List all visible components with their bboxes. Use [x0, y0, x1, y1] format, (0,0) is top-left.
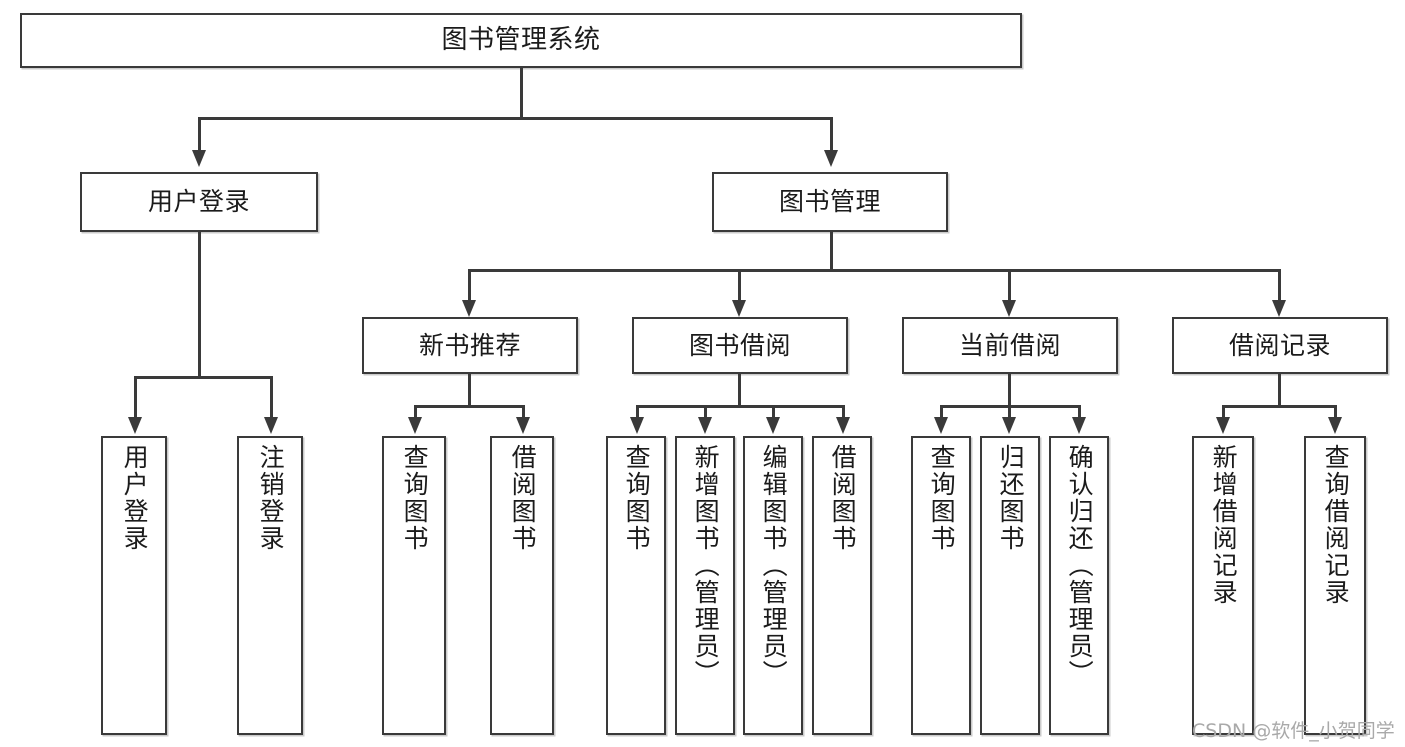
node-label: 查询图书 [400, 444, 430, 552]
node-label: 用户登录 [120, 444, 150, 552]
arrowhead-leaf-edit-book [766, 417, 780, 434]
node-label: 用户登录 [147, 187, 250, 217]
edge-level2-bus [468, 269, 1280, 272]
arrowhead-current-borrow [1002, 300, 1016, 317]
arrowhead-leaf-add-record [1216, 417, 1230, 434]
arrowhead-leaf-borrow-book-1 [516, 417, 530, 434]
edge-drop-book-borrow [738, 269, 741, 302]
edge-user-login-bus [134, 376, 272, 379]
node-leaf-return-book[interactable]: 归还图书 [980, 436, 1040, 735]
node-label: 查询图书 [622, 444, 652, 552]
edge-book-management-stem [830, 232, 833, 271]
node-label: 确认归还（管理员） [1065, 444, 1095, 687]
node-book-borrow[interactable]: 图书借阅 [632, 317, 848, 374]
node-label: 新书推荐 [418, 330, 521, 360]
edge-drop-leaf-borrow-book-2 [842, 405, 845, 419]
node-label: 借阅图书 [828, 444, 858, 552]
edge-drop-user-login [198, 117, 201, 152]
arrowhead-leaf-logout-login [264, 417, 278, 434]
edge-drop-leaf-edit-book [772, 405, 775, 419]
edge-drop-leaf-logout-login [270, 376, 273, 419]
edge-drop-leaf-add-book [704, 405, 707, 419]
node-label: 编辑图书（管理员） [759, 444, 789, 687]
arrowhead-new-book-recommend [462, 300, 476, 317]
arrowhead-leaf-return-book [1002, 417, 1016, 434]
edge-drop-current-borrow [1008, 269, 1011, 302]
node-leaf-query-record[interactable]: 查询借阅记录 [1304, 436, 1366, 735]
arrowhead-book-borrow [732, 300, 746, 317]
edge-drop-leaf-user-login [134, 376, 137, 419]
node-label: 查询图书 [927, 444, 957, 552]
arrowhead-borrow-record [1272, 300, 1286, 317]
node-label: 图书管理系统 [441, 25, 601, 56]
node-label: 借阅图书 [508, 444, 538, 552]
edge-current-borrow-stem [1008, 374, 1011, 407]
node-leaf-add-record[interactable]: 新增借阅记录 [1192, 436, 1254, 735]
arrowhead-user-login [192, 150, 206, 167]
node-leaf-logout-login[interactable]: 注销登录 [237, 436, 303, 735]
edge-drop-leaf-query-book-2 [636, 405, 639, 419]
node-current-borrow[interactable]: 当前借阅 [902, 317, 1118, 374]
node-leaf-confirm-return[interactable]: 确认归还（管理员） [1049, 436, 1109, 735]
node-label: 新增图书（管理员） [691, 444, 721, 687]
node-label: 当前借阅 [958, 330, 1061, 360]
node-label: 归还图书 [996, 444, 1026, 552]
node-leaf-add-book[interactable]: 新增图书（管理员） [675, 436, 735, 735]
arrowhead-leaf-borrow-book-2 [836, 417, 850, 434]
edge-drop-leaf-query-record [1334, 405, 1337, 419]
node-book-management[interactable]: 图书管理 [712, 172, 948, 232]
node-label: 查询借阅记录 [1321, 444, 1351, 606]
node-leaf-borrow-book-1[interactable]: 借阅图书 [490, 436, 554, 735]
edge-drop-leaf-borrow-book-1 [522, 405, 525, 419]
arrowhead-leaf-confirm-return [1072, 417, 1086, 434]
arrowhead-leaf-user-login [128, 417, 142, 434]
node-leaf-user-login[interactable]: 用户登录 [101, 436, 167, 735]
node-label: 注销登录 [256, 444, 286, 552]
node-new-book-recommend[interactable]: 新书推荐 [362, 317, 578, 374]
node-borrow-record[interactable]: 借阅记录 [1172, 317, 1388, 374]
edge-new-book-recommend-bus [414, 405, 524, 408]
edge-drop-borrow-record [1278, 269, 1281, 302]
node-label: 图书管理 [778, 187, 881, 217]
edge-book-borrow-bus [636, 405, 844, 408]
edge-borrow-record-bus [1222, 405, 1336, 408]
arrowhead-leaf-query-record [1328, 417, 1342, 434]
node-leaf-edit-book[interactable]: 编辑图书（管理员） [743, 436, 803, 735]
edge-root-stem [520, 68, 523, 118]
edge-drop-new-book-recommend [468, 269, 471, 302]
node-user-login[interactable]: 用户登录 [80, 172, 318, 232]
arrowhead-book-management [824, 150, 838, 167]
edge-book-borrow-stem [738, 374, 741, 407]
edge-drop-leaf-query-book-1 [414, 405, 417, 419]
edge-drop-book-management [830, 117, 833, 152]
node-leaf-query-book-2[interactable]: 查询图书 [606, 436, 666, 735]
arrowhead-leaf-add-book [698, 417, 712, 434]
node-leaf-query-book-1[interactable]: 查询图书 [382, 436, 446, 735]
csdn-watermark: CSDN @软件_小贺同学 [1192, 720, 1395, 742]
edge-drop-leaf-add-record [1222, 405, 1225, 419]
edge-user-login-stem [198, 232, 201, 378]
node-label: 图书借阅 [688, 330, 791, 360]
edge-drop-leaf-confirm-return [1078, 405, 1081, 419]
arrowhead-leaf-query-book-3 [934, 417, 948, 434]
edge-level1-bus [198, 117, 832, 120]
edge-drop-leaf-return-book [1008, 405, 1011, 419]
arrowhead-leaf-query-book-2 [630, 417, 644, 434]
node-label: 借阅记录 [1228, 330, 1331, 360]
node-leaf-borrow-book-2[interactable]: 借阅图书 [812, 436, 872, 735]
node-label: 新增借阅记录 [1209, 444, 1239, 606]
arrowhead-leaf-query-book-1 [408, 417, 422, 434]
edge-borrow-record-stem [1278, 374, 1281, 407]
node-book-management-system[interactable]: 图书管理系统 [20, 13, 1022, 68]
node-leaf-query-book-3[interactable]: 查询图书 [911, 436, 971, 735]
edge-drop-leaf-query-book-3 [940, 405, 943, 419]
edge-new-book-recommend-stem [468, 374, 471, 407]
